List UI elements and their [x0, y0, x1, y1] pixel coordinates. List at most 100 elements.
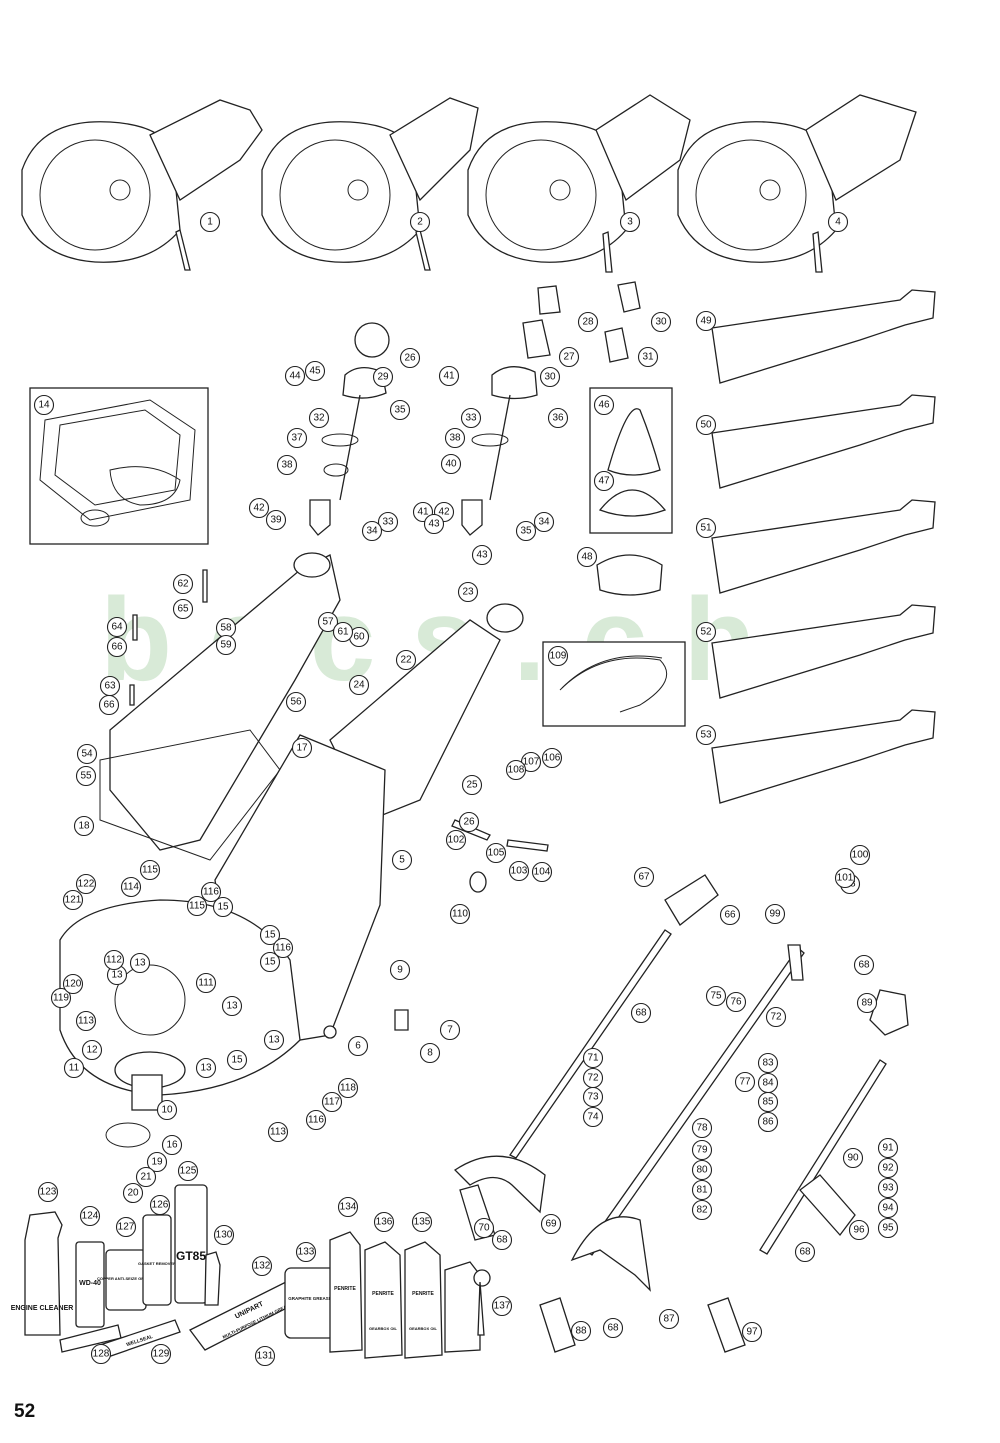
callout-circle [195, 1057, 217, 1079]
callout-circle [150, 1343, 172, 1365]
callout-circle [98, 694, 120, 716]
callout-number: 5 [399, 855, 405, 866]
callout-circle [582, 1106, 604, 1128]
callout-circle [719, 904, 741, 926]
gear-lever-right [461, 281, 641, 536]
callout-108: 108 [505, 759, 527, 781]
callout-45: 45 [304, 360, 326, 382]
callout-75: 75 [705, 985, 727, 1007]
callout-number: 70 [478, 1223, 490, 1234]
callout-number: 15 [231, 1055, 243, 1066]
callout-number: 81 [696, 1185, 708, 1196]
callout-number: 112 [106, 955, 122, 966]
callout-circle [602, 1317, 624, 1339]
callout-73: 73 [582, 1086, 604, 1108]
callout-number: 118 [340, 1083, 356, 1094]
callout-circle [259, 951, 281, 973]
callout-circle [75, 873, 97, 895]
callout-circle [389, 959, 411, 981]
callout-37: 37 [286, 427, 308, 449]
callout-circle [650, 311, 672, 333]
callout-25: 25 [461, 774, 483, 796]
callout-18: 18 [73, 815, 95, 837]
callout-number: 108 [508, 765, 525, 776]
callout-20: 20 [122, 1182, 144, 1204]
callout-circle [691, 1139, 713, 1161]
callout-46: 46 [593, 394, 615, 416]
callout-number: 25 [466, 780, 478, 791]
callout-number: 106 [544, 753, 561, 764]
gearbox-assembly-2 [261, 97, 479, 271]
callout-circle [471, 544, 493, 566]
callout-number: 72 [770, 1012, 782, 1023]
callout-circle [856, 992, 878, 1014]
callout-number: 14 [38, 400, 50, 411]
callout-84: 84 [757, 1072, 779, 1094]
callout-93: 93 [877, 1177, 899, 1199]
callout-53: 53 [695, 724, 717, 746]
callout-circle [439, 1019, 461, 1041]
callout-circle [308, 407, 330, 429]
callout-circle [849, 844, 871, 866]
callout-number: 33 [382, 517, 394, 528]
callout-23: 23 [457, 581, 479, 603]
callout-circle [106, 616, 128, 638]
callout-number: 80 [696, 1165, 708, 1176]
callout-132: 132 [251, 1255, 273, 1277]
callout-number: 20 [127, 1188, 139, 1199]
callout-79: 79 [691, 1139, 713, 1161]
callout-number: 43 [428, 519, 440, 530]
callout-number: 122 [78, 879, 95, 890]
callout-66: 66 [98, 694, 120, 716]
callout-number: 86 [762, 1117, 774, 1128]
callout-circle [547, 645, 569, 667]
callout-68: 68 [853, 954, 875, 976]
callout-circle [361, 520, 383, 542]
callout-72: 72 [765, 1006, 787, 1028]
gearbox-assembly-1 [21, 99, 263, 271]
callout-number: 109 [550, 651, 567, 662]
callout-number: 55 [80, 771, 92, 782]
gt85-label: GT85 [176, 1249, 206, 1263]
callout-17: 17 [291, 737, 313, 759]
callout-circle [33, 394, 55, 416]
callout-circle [129, 952, 151, 974]
callout-number: 68 [858, 960, 870, 971]
callout-62: 62 [172, 573, 194, 595]
callout-number: 88 [575, 1326, 587, 1337]
callout-number: 92 [882, 1163, 894, 1174]
callout-circle [515, 520, 537, 542]
callout-number: 23 [462, 587, 474, 598]
gasket-remover-can: GASKET REMOVER [138, 1214, 176, 1306]
callout-107: 107 [520, 751, 542, 773]
callout-circle [373, 1211, 395, 1233]
callout-124: 124 [79, 1205, 101, 1227]
callout-30: 30 [539, 366, 561, 388]
callout-number: 13 [134, 958, 146, 969]
callout-95: 95 [877, 1217, 899, 1239]
callout-35: 35 [389, 399, 411, 421]
callout-circle [757, 1091, 779, 1113]
graphite-grease-tin: GRAPHITE GREASE [284, 1267, 336, 1339]
callout-68: 68 [491, 1229, 513, 1251]
callout-circle [558, 346, 580, 368]
callout-circle [633, 866, 655, 888]
callout-number: 48 [581, 552, 593, 563]
callout-32: 32 [308, 407, 330, 429]
callout-78: 78 [691, 1117, 713, 1139]
callout-35: 35 [515, 520, 537, 542]
callout-circle [423, 513, 445, 535]
callout-76: 76 [725, 991, 747, 1013]
callout-circle [195, 972, 217, 994]
callout-circle [389, 399, 411, 421]
engine-cleaner-bottle: ENGINE CLEANER [11, 1211, 73, 1336]
callout-number: 16 [166, 1140, 178, 1151]
callout-circle [63, 1057, 85, 1079]
callout-circle [741, 1321, 763, 1343]
callout-circle [200, 881, 222, 903]
callout-number: 119 [53, 993, 69, 1004]
callout-circle [877, 1197, 899, 1219]
callout-number: 126 [152, 1200, 169, 1211]
callout-16: 16 [161, 1134, 183, 1156]
callout-135: 135 [411, 1211, 433, 1233]
